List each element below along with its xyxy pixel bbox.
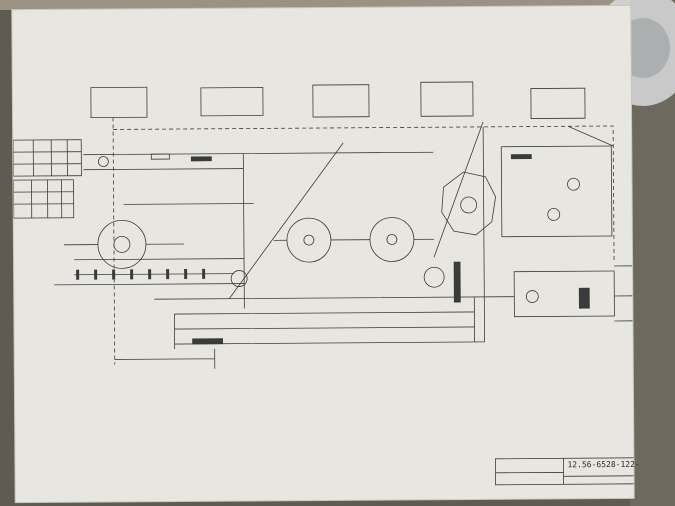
header-box-2 [200, 87, 264, 117]
schematic-sheet: 12.56-6528-122- [12, 5, 640, 503]
schematic-diagram [12, 81, 634, 486]
header-box-4 [420, 81, 474, 117]
title-block [495, 457, 634, 486]
header-box-3 [312, 84, 370, 118]
header-box-5 [530, 87, 586, 119]
title-block-code: 12.56-6528-122- [567, 459, 640, 470]
header-box-1 [90, 86, 148, 119]
